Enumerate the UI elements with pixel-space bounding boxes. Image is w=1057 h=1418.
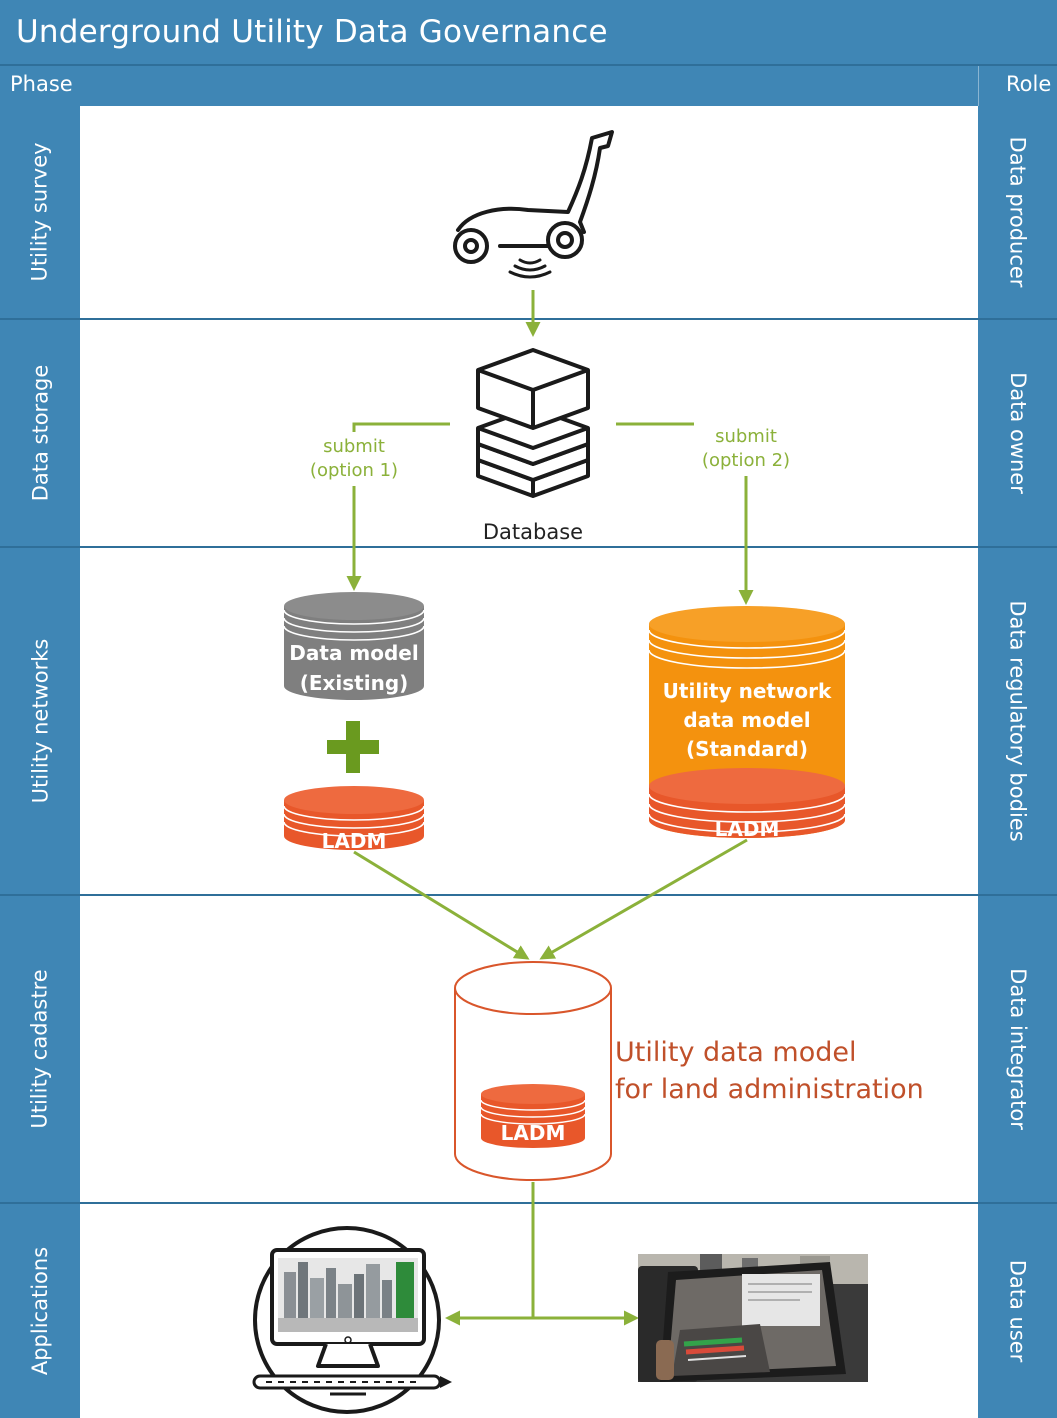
ladm-cadastre-cylinder (480, 1084, 586, 1148)
lane-separator (0, 546, 1057, 548)
existing-model-label: Data model (289, 641, 418, 665)
standard-model-label: Utility network (663, 679, 832, 703)
role-column-header: Role (1006, 72, 1052, 96)
header-divider (978, 66, 979, 106)
gpr-scanner-icon (453, 130, 614, 279)
arrow-submit-option-1 (346, 422, 450, 591)
submit-option-1-sublabel: (option 1) (310, 460, 398, 481)
database-label: Database (483, 520, 583, 544)
cadastre-model-label: Utility data model (615, 1037, 856, 1068)
diagram-title: Underground Utility Data Governance (16, 14, 608, 50)
ladm-small-cylinder (283, 786, 425, 850)
existing-data-model-cylinder (283, 592, 425, 700)
phase-column-header: Phase (10, 72, 73, 96)
standard-data-model-cylinder (648, 606, 846, 838)
lane-separator (0, 1202, 1057, 1204)
header-row (0, 66, 1057, 106)
submit-option-2-bg (694, 422, 800, 476)
role-column (978, 106, 1057, 1418)
plus-icon (327, 721, 379, 773)
standard-model-label-2: data model (683, 708, 810, 732)
arrow-standard-to-cadastre (539, 838, 748, 960)
standard-model-label-3: (Standard) (686, 737, 808, 761)
title-bar: Underground Utility Data Governance (0, 0, 1057, 66)
submit-option-1-label: submit (323, 436, 385, 457)
database-stack-icon (476, 348, 590, 498)
submit-option-1-bg (302, 432, 408, 486)
ladm-standard-label: LADM (715, 817, 780, 841)
submit-option-2-sublabel: (option 2) (702, 450, 790, 471)
lane-separator (0, 894, 1057, 896)
arrow-existing-to-cadastre (353, 850, 530, 960)
cadastre-data-model-cylinder (454, 961, 612, 1181)
existing-model-sublabel: (Existing) (300, 671, 409, 695)
tablet-ar-photo (638, 1254, 868, 1382)
desktop-monitor-icon (252, 1226, 452, 1414)
submit-option-2-label: submit (715, 426, 777, 447)
lane-separator (0, 318, 1057, 320)
phase-column (0, 106, 80, 1418)
ladm-small-label: LADM (322, 829, 387, 853)
ladm-cadastre-label: LADM (501, 1121, 566, 1145)
cadastre-model-sublabel: for land administration (615, 1074, 924, 1105)
